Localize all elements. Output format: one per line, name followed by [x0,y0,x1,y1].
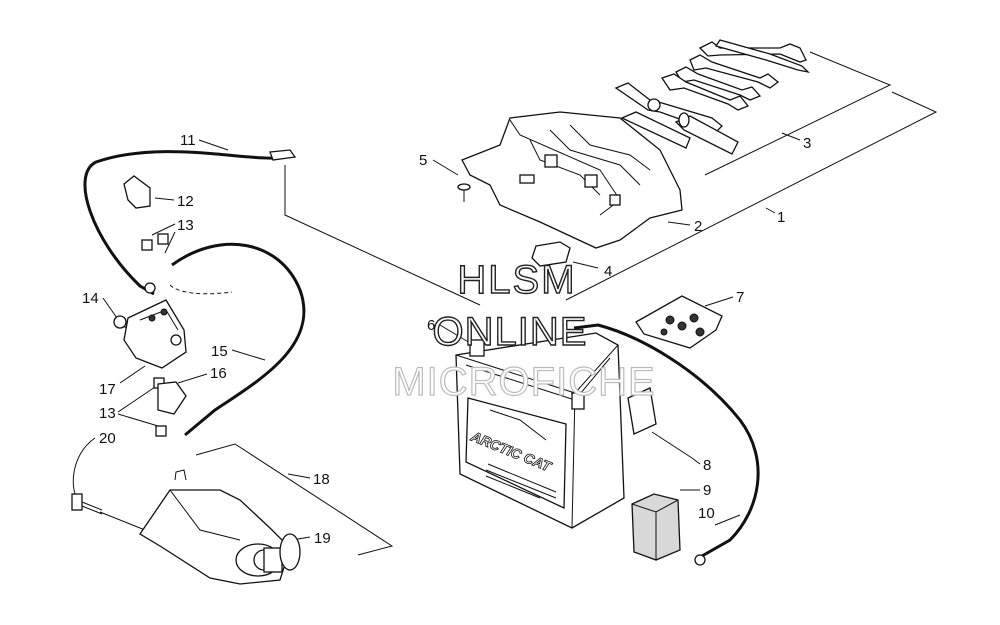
callout-8: 8 [703,457,711,474]
hardware-pack-7 [635,295,723,349]
callout-3: 3 [803,135,811,152]
callout-2: 2 [694,218,702,235]
spacer-9 [631,493,681,561]
callout-9: 9 [703,482,711,499]
solenoid-17 [123,299,187,369]
callout-1: 1 [777,209,785,226]
bracket-lines [72,51,938,556]
battery: ARCTIC CAT [455,332,625,529]
callout-4: 4 [604,263,612,280]
callout-6: 6 [427,317,435,334]
callout-18: 18 [313,471,330,488]
battery-tray [461,111,683,249]
pad-4 [531,241,571,267]
callout-14: 14 [82,290,99,307]
callout-20: 20 [99,430,116,447]
callout-17: 17 [99,381,116,398]
boot-12 [123,175,151,209]
callout-5: 5 [419,152,427,169]
nuts-13 [141,233,169,437]
watermark: HLSM ONLINE MICROFICHE [392,257,656,404]
decal-8 [627,387,657,435]
boot-16 [157,381,187,415]
cables [83,149,760,566]
callout-13-bottom: 13 [99,405,116,422]
starter-motor [139,469,291,585]
watermark-line2: ONLINE [433,310,588,354]
callout-numbers: 1 2 3 4 5 6 7 8 9 10 11 12 13 14 15 16 1… [82,132,811,547]
watermark-line1: HLSM [457,258,576,302]
o-ring-19 [279,533,301,571]
tool-kit [614,39,810,155]
watermark-line3: MICROFICHE [392,360,655,404]
callout-13-top: 13 [177,217,194,234]
callout-16: 16 [210,365,227,382]
callout-19: 19 [314,530,331,547]
callout-15: 15 [211,343,228,360]
callout-7: 7 [736,289,744,306]
bolt-20 [71,493,103,515]
callout-10: 10 [698,505,715,522]
callout-12: 12 [177,193,194,210]
callout-11: 11 [180,132,196,149]
screw-5 [457,183,471,202]
